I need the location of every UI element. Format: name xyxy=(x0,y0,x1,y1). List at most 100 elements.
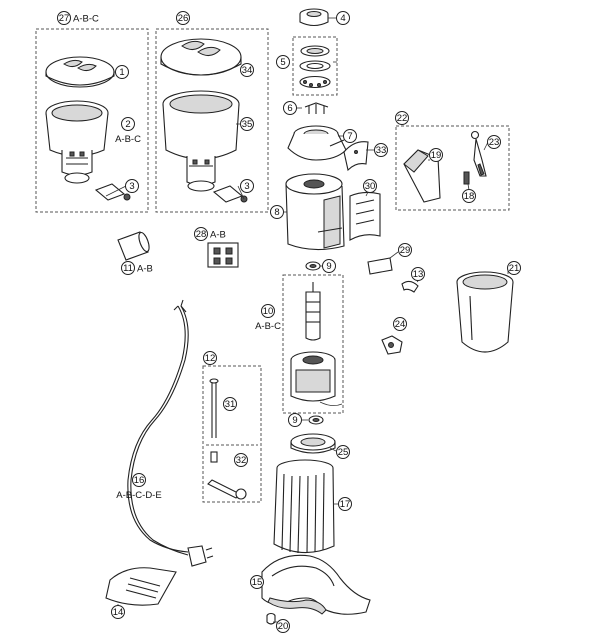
adjustment-nut-part xyxy=(299,8,329,27)
lower-burr-part xyxy=(290,433,336,454)
cleaning-brush-part xyxy=(470,130,487,177)
washer-part-upper xyxy=(305,261,321,271)
grinder-clip-part xyxy=(304,102,329,114)
callout-circle xyxy=(111,605,125,619)
callout-number: 2 xyxy=(125,119,130,130)
guard-part xyxy=(343,141,369,172)
callout-circle xyxy=(240,63,254,77)
callout-circle xyxy=(115,65,129,79)
callout-circle xyxy=(240,117,254,131)
callout-number: 14 xyxy=(113,607,124,618)
capacitor-part xyxy=(117,231,150,261)
callout-number: 4 xyxy=(340,13,345,24)
callout-circle xyxy=(487,135,501,149)
hopper-part-large xyxy=(162,90,240,192)
callout-number: 3 xyxy=(244,181,249,192)
callout-number: 27 xyxy=(59,13,70,24)
callout-number: 33 xyxy=(376,145,387,156)
callout-variant-label: A-B-C-D-E xyxy=(116,490,161,501)
bearing-set-part xyxy=(299,45,331,89)
switch-part xyxy=(207,242,239,268)
callout-circle xyxy=(57,11,71,25)
group-box-12 xyxy=(202,365,262,503)
flap-part-left xyxy=(94,183,131,201)
nut-part xyxy=(381,335,403,355)
leader-lines xyxy=(105,17,509,623)
motor-housing-part xyxy=(285,173,345,251)
callout-number: 15 xyxy=(252,577,263,588)
callout-number: 30 xyxy=(365,181,376,192)
callout-circle xyxy=(393,317,407,331)
callout-number: 8 xyxy=(274,207,279,218)
callout-number: 21 xyxy=(509,263,520,274)
callout-number: 24 xyxy=(395,319,406,330)
callout-number: 26 xyxy=(178,13,189,24)
callout-circle xyxy=(234,453,248,467)
group-box-27 xyxy=(35,28,149,213)
callout-circle xyxy=(121,261,135,275)
callout-number: 34 xyxy=(242,65,253,76)
flap-part-right xyxy=(212,185,248,203)
callout-circle xyxy=(288,413,302,427)
adjustment-rod-part xyxy=(209,378,219,438)
callout-number: 19 xyxy=(431,150,442,161)
hopper-lid-part xyxy=(45,56,115,88)
callout-circle xyxy=(374,143,388,157)
callout-circle xyxy=(261,304,275,318)
drip-tray-mat-part xyxy=(105,567,177,606)
callout-number: 32 xyxy=(236,455,247,466)
side-panel-part xyxy=(349,191,381,241)
callout-number: 13 xyxy=(413,269,424,280)
power-cord-part xyxy=(127,299,214,567)
callout-number: 9 xyxy=(326,261,331,272)
group-box-26 xyxy=(155,28,269,213)
group-box-5 xyxy=(292,36,338,96)
callout-circle xyxy=(176,11,190,25)
callout-circle xyxy=(462,189,476,203)
callout-variant-label: A-B xyxy=(210,230,226,241)
group-box-22 xyxy=(395,125,510,211)
scoop-part xyxy=(403,149,441,203)
callout-circle xyxy=(132,473,146,487)
callout-variant-label: A-B-C xyxy=(115,134,141,145)
callout-number: 3 xyxy=(129,181,134,192)
callout-number: 10 xyxy=(263,306,274,317)
callout-number: 35 xyxy=(242,119,253,130)
burr-housing-part xyxy=(287,125,347,161)
callout-circle xyxy=(121,117,135,131)
callout-variant-label: A-B-C xyxy=(255,321,281,332)
callout-circle xyxy=(250,575,264,589)
callout-number: 16 xyxy=(134,475,145,486)
callout-circle xyxy=(507,261,521,275)
callout-circle xyxy=(343,129,357,143)
callout-number: 31 xyxy=(225,399,236,410)
hopper-lid-part-large xyxy=(160,38,242,76)
base-part xyxy=(261,554,371,615)
callout-circle xyxy=(283,101,297,115)
grounds-container-part xyxy=(456,271,514,353)
cover-sleeve-part xyxy=(273,459,335,554)
callout-circle xyxy=(336,445,350,459)
callout-circle xyxy=(429,148,443,162)
callout-variant-label: A-B xyxy=(137,264,153,275)
callout-circle xyxy=(223,397,237,411)
callout-number: 18 xyxy=(464,191,475,202)
callout-number: 7 xyxy=(347,131,352,142)
washer-part-lower xyxy=(308,415,324,425)
motor-part xyxy=(290,282,343,406)
callout-circle xyxy=(363,179,377,193)
callout-circle xyxy=(322,259,336,273)
callout-circle xyxy=(203,351,217,365)
group-box-10 xyxy=(282,274,344,414)
callout-number: 22 xyxy=(397,113,408,124)
callout-number: 1 xyxy=(119,67,124,78)
callout-number: 6 xyxy=(287,103,292,114)
callout-number: 12 xyxy=(205,353,216,364)
callout-circle xyxy=(240,179,254,193)
callout-number: 25 xyxy=(338,447,349,458)
callout-circle xyxy=(336,11,350,25)
callout-number: 9 xyxy=(292,415,297,426)
callout-number: 5 xyxy=(280,57,285,68)
